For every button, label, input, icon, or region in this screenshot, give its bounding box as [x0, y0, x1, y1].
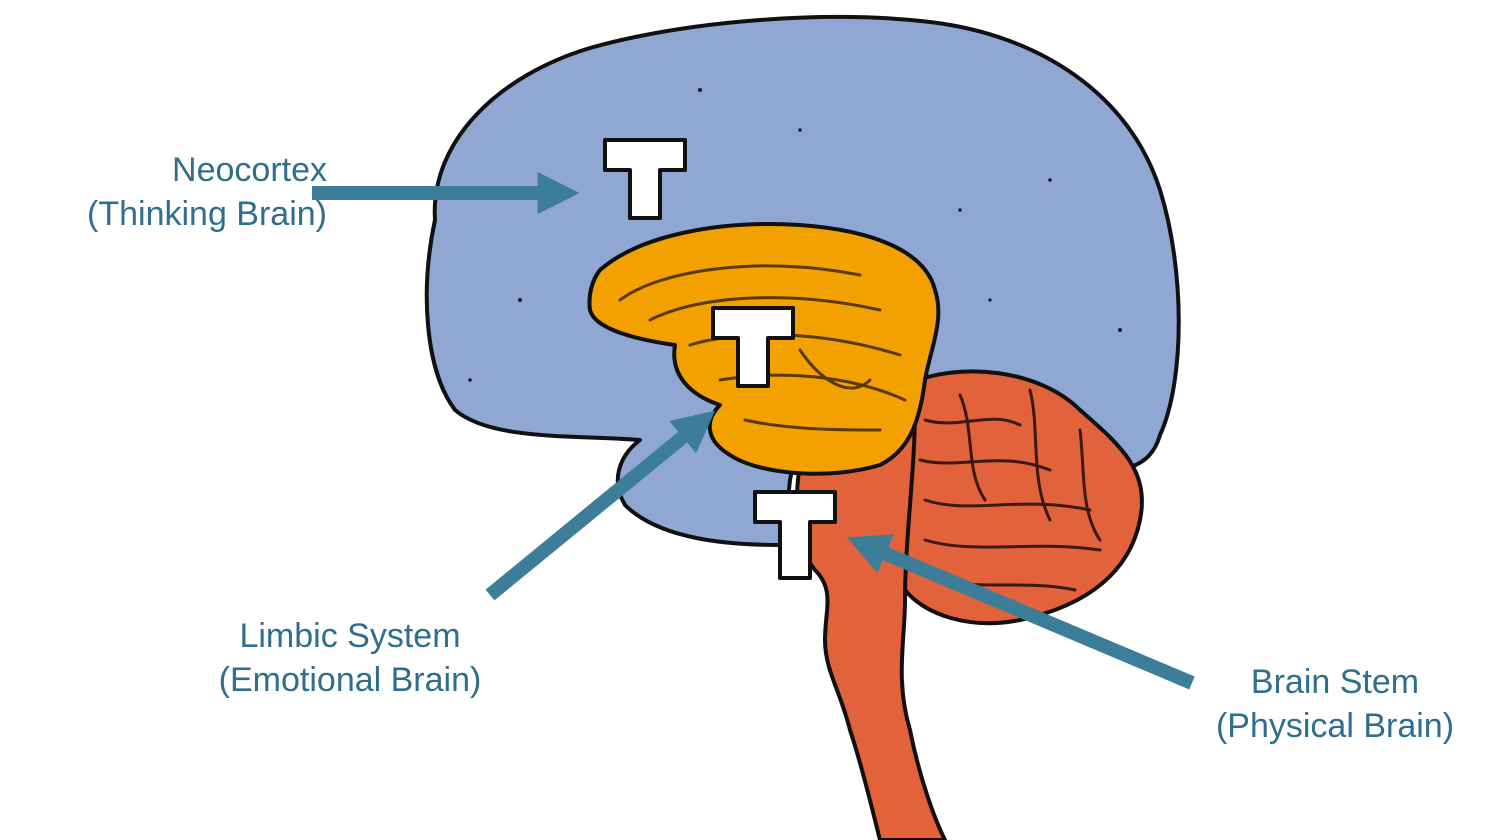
label-limbic-line2: (Emotional Brain) [160, 658, 540, 702]
label-brainstem-line2: (Physical Brain) [1185, 704, 1485, 748]
label-limbic: Limbic System (Emotional Brain) [160, 614, 540, 702]
label-neocortex-line1: Neocortex [2, 148, 327, 192]
label-neocortex: Neocortex (Thinking Brain) [2, 148, 327, 236]
label-brainstem-line1: Brain Stem [1185, 660, 1485, 704]
label-neocortex-line2: (Thinking Brain) [2, 192, 327, 236]
label-brainstem: Brain Stem (Physical Brain) [1185, 660, 1485, 748]
label-limbic-line1: Limbic System [160, 614, 540, 658]
